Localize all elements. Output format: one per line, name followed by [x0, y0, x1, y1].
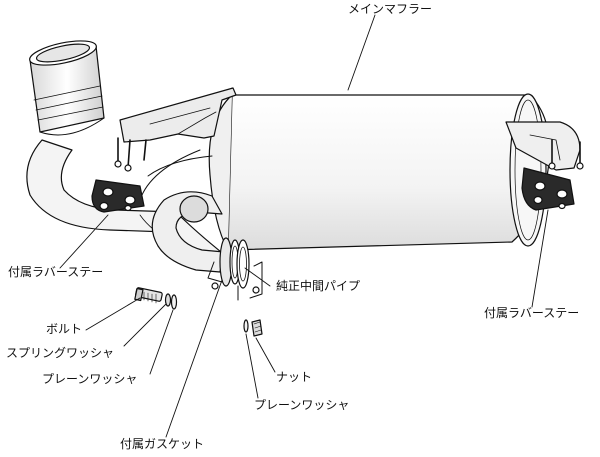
label-bolt: ボルト [46, 322, 82, 336]
label-spring-washer: スプリングワッシャ [6, 346, 114, 360]
gasket-and-flange [207, 237, 263, 301]
label-main-muffler: メインマフラー [348, 2, 432, 16]
tail-tip [29, 40, 105, 136]
label-center-pipe: 純正中間パイプ [276, 278, 360, 293]
rubber-stay-right [505, 121, 584, 211]
bolt-part [134, 287, 163, 304]
plain-washer-left-part [170, 294, 178, 310]
plain-washer-right-part [243, 319, 249, 333]
label-plain-washer-right: プレーンワッシャ [254, 398, 349, 412]
label-rubber-stay-right: 付属ラバーステー [484, 306, 579, 320]
spring-washer-part [164, 293, 172, 307]
nut-part [251, 319, 263, 337]
label-gasket: 付属ガスケット [120, 437, 204, 451]
label-nut: ナット [276, 370, 312, 384]
inlet-pipe [139, 149, 225, 273]
label-rubber-stay-left: 付属ラバーステー [8, 265, 103, 279]
leader-lines [59, 14, 549, 438]
rubber-stay-left [91, 137, 147, 213]
label-plain-washer-left: プレーンワッシャ [42, 372, 137, 386]
